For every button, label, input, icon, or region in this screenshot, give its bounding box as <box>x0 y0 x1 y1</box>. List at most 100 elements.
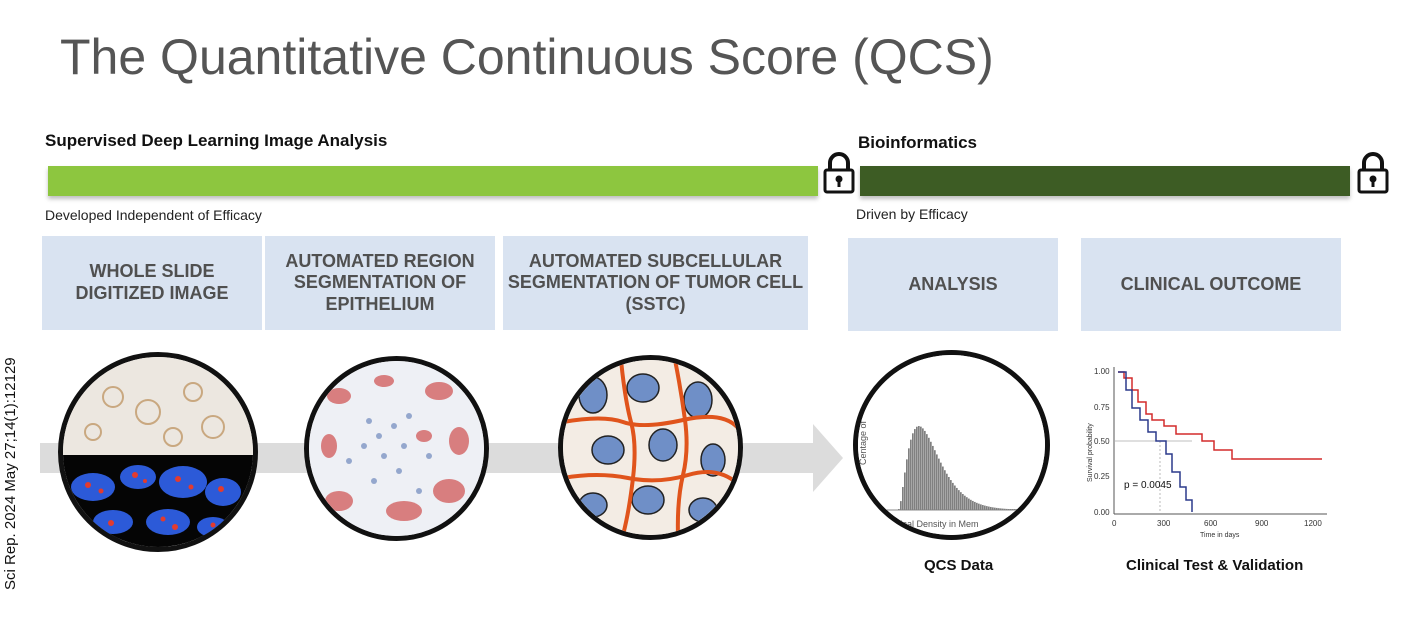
x-tick-label: 900 <box>1255 519 1269 528</box>
flow-arrow-head-icon <box>813 424 843 497</box>
y-tick-label: 0.00 <box>1094 508 1110 517</box>
histogram-bar <box>910 439 912 510</box>
histogram-bar <box>938 458 940 510</box>
step-line: SEGMENTATION OF TUMOR CELL <box>507 272 804 293</box>
histogram-bar <box>1010 509 1012 510</box>
histogram-bar <box>952 482 954 510</box>
y-tick-label: 0.75 <box>1094 403 1110 412</box>
histogram-bar <box>960 492 962 510</box>
p-value-label: p = 0.0045 <box>1124 480 1172 491</box>
histogram-bar <box>966 497 968 510</box>
histogram-bar <box>994 507 996 510</box>
histogram-ylabel: Centage of <box>858 420 868 465</box>
step-line: AUTOMATED SUBCELLULAR <box>528 250 783 271</box>
histogram-bar <box>958 490 960 510</box>
histogram-bar <box>976 502 978 510</box>
survival-xlabel: Time in days <box>1200 532 1240 539</box>
histogram-bar <box>978 503 980 510</box>
histogram-bar <box>912 433 914 510</box>
histogram-bar <box>934 450 936 510</box>
histogram-bar <box>922 428 924 510</box>
clinical-caption: Clinical Test & Validation <box>1126 557 1304 574</box>
step-line: DIGITIZED IMAGE <box>75 283 229 303</box>
histogram-bar <box>942 466 944 510</box>
qcs-histogram-image: Centage of tical Density in Mem <box>853 350 1050 540</box>
x-tick-label: 1200 <box>1304 519 1322 528</box>
histogram-bar <box>924 430 926 510</box>
whole-slide-image <box>58 352 258 552</box>
histogram-bar <box>1002 508 1004 510</box>
histogram-bar <box>980 504 982 510</box>
histogram-bar <box>1016 509 1018 510</box>
histogram-bar <box>1008 509 1010 510</box>
histogram-bar <box>930 441 932 510</box>
histogram-bar <box>1000 508 1002 510</box>
histogram-bar <box>916 426 918 510</box>
histogram-bar <box>992 507 994 510</box>
step-line: WHOLE SLIDE <box>89 261 215 282</box>
histogram-bar <box>940 462 942 510</box>
y-tick-label: 0.50 <box>1094 437 1110 446</box>
histogram-bar <box>936 454 938 510</box>
histogram-bar <box>904 472 906 510</box>
step-line: ANALYSIS <box>908 273 998 294</box>
histogram-bar <box>920 426 922 510</box>
histogram-bar <box>944 470 946 510</box>
histogram-bar <box>986 506 988 510</box>
histogram-bar <box>990 506 992 510</box>
histogram-bar <box>902 486 904 510</box>
bioinformatics-progress-bar <box>860 166 1350 196</box>
x-tick-label: 600 <box>1204 519 1218 528</box>
histogram-bar <box>970 499 972 510</box>
lock-icon <box>1356 152 1390 194</box>
histogram-bar <box>982 505 984 510</box>
histogram-bar <box>962 494 964 510</box>
survival-ylabel: Survival probability <box>1087 423 1094 482</box>
histogram-bar <box>1012 509 1014 510</box>
histogram-bar <box>900 501 902 510</box>
x-tick-label: 300 <box>1157 519 1171 528</box>
histogram-bar <box>996 507 998 510</box>
step-line: CLINICAL OUTCOME <box>1120 273 1302 294</box>
step-box-analysis: ANALYSIS <box>848 238 1058 331</box>
lock-icon <box>822 152 856 194</box>
histogram-bar <box>968 498 970 510</box>
bioinformatics-section-label: Bioinformatics <box>858 133 978 152</box>
histogram-bar <box>972 500 974 510</box>
histogram-bar <box>988 506 990 510</box>
histogram-bar <box>906 459 908 510</box>
histogram-bar <box>914 429 916 510</box>
step-box-clinical-outcome: CLINICAL OUTCOME <box>1081 238 1341 331</box>
histogram-bar <box>928 437 930 510</box>
subcellular-segmentation-image <box>558 355 743 540</box>
histogram-bar <box>908 448 910 510</box>
histogram-bar <box>998 508 1000 510</box>
y-tick-label: 0.25 <box>1094 472 1110 481</box>
supervised-progress-bar <box>48 166 818 196</box>
histogram-bar <box>984 505 986 510</box>
bioinformatics-sub-label: Driven by Efficacy <box>856 206 968 222</box>
step-line: SEGMENTATION OF <box>293 272 467 293</box>
histogram-bar <box>956 487 958 510</box>
histogram-bar <box>1004 508 1006 510</box>
supervised-section-label: Supervised Deep Learning Image Analysis <box>45 131 388 150</box>
citation: Sci Rep. 2024 May 27;14(1):12129 <box>2 357 19 590</box>
y-tick-label: 1.00 <box>1094 367 1110 376</box>
histogram-bar <box>974 501 976 510</box>
histogram-bar <box>948 476 950 510</box>
step-line: EPITHELIUM <box>325 293 435 314</box>
histogram-bar <box>1014 509 1016 510</box>
histogram-bar <box>926 434 928 510</box>
survival-plot: Survival probability 1.00 0.75 0.50 0.25… <box>1082 362 1342 547</box>
supervised-sub-label: Developed Independent of Efficacy <box>45 207 262 223</box>
histogram-bar <box>946 473 948 510</box>
step-line: AUTOMATED REGION <box>285 250 475 271</box>
histogram-bar <box>918 426 920 510</box>
step-line: (SSTC) <box>625 293 686 314</box>
histogram-bar <box>1006 508 1008 510</box>
page-title: The Quantitative Continuous Score (QCS) <box>60 29 994 85</box>
histogram-bar <box>950 480 952 510</box>
region-segmentation-image <box>304 356 489 541</box>
